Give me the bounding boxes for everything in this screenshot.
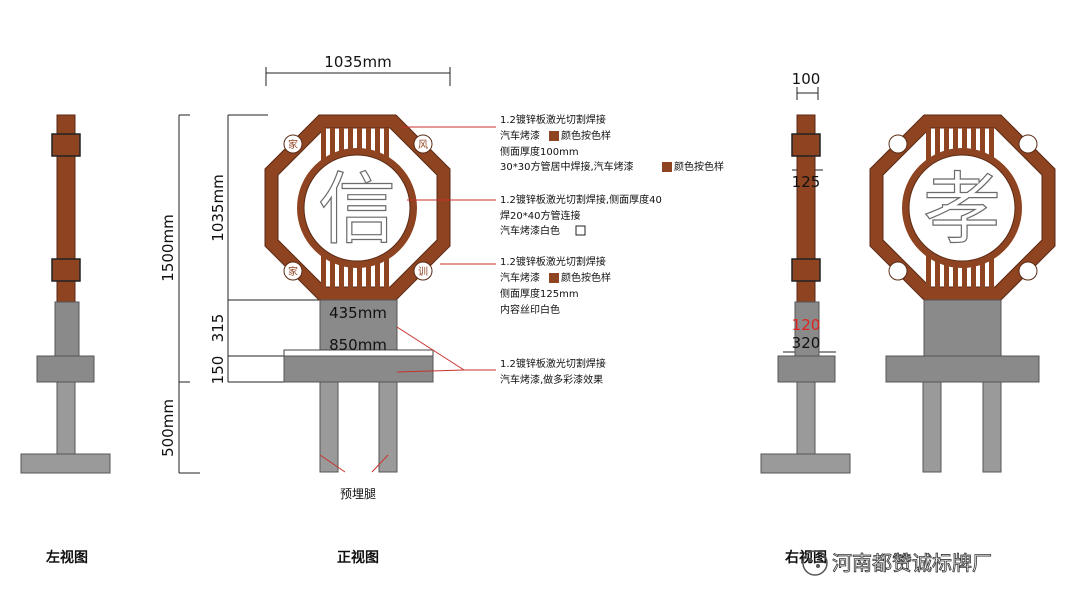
side-dim-top: 100 xyxy=(792,70,821,88)
side-dim-red: 120 xyxy=(792,316,821,334)
note-2: 1.2镀锌板激光切割焊接,侧面厚度40 焊20*40方管连接 汽车烤漆白色 xyxy=(500,193,662,237)
svg-text:家: 家 xyxy=(288,138,298,151)
back-corner-br xyxy=(1018,261,1038,281)
front-leg-right xyxy=(378,381,398,473)
svg-text:颜色按色样: 颜色按色样 xyxy=(561,129,611,142)
label-side-view: 右视图 xyxy=(784,549,827,566)
callout-lines xyxy=(319,126,496,473)
front-view: 信 家 风 家 训 xyxy=(264,114,451,473)
svg-text:训: 训 xyxy=(418,266,428,278)
note-1-swatch-2 xyxy=(662,162,672,172)
back-corner-bl xyxy=(888,261,908,281)
front-column-stone xyxy=(319,299,398,357)
left-view-bracket-bottom xyxy=(51,258,81,282)
side-view-bracket-bottom xyxy=(791,258,821,282)
svg-text:30*30方管居中焊接,汽车烤漆: 30*30方管居中焊接,汽车烤漆 xyxy=(500,160,634,173)
note-2-swatch-white xyxy=(575,225,586,236)
front-circle-panel xyxy=(303,154,411,262)
svg-text:汽车烤漆: 汽车烤漆 xyxy=(500,129,540,142)
svg-text:风: 风 xyxy=(418,139,428,151)
svg-text:1.2镀锌板激光切割焊接: 1.2镀锌板激光切割焊接 xyxy=(500,357,606,370)
watermark-icon xyxy=(802,550,828,576)
dim-base-width: 850mm xyxy=(329,336,387,354)
left-view-footing xyxy=(20,453,111,474)
back-base-stone xyxy=(885,355,1040,383)
side-dim-mid: 125 xyxy=(792,173,821,191)
svg-text:颜色按色样: 颜色按色样 xyxy=(674,160,724,173)
front-slats-bottom xyxy=(321,248,389,288)
svg-text:1.2镀锌板激光切割焊接,侧面厚度40: 1.2镀锌板激光切割焊接,侧面厚度40 xyxy=(500,193,662,206)
note-4: 1.2镀锌板激光切割焊接 汽车烤漆,做多彩漆效果 xyxy=(500,357,606,386)
dim-column-width: 435mm xyxy=(329,304,387,322)
dim-base-upper: 315 xyxy=(209,314,227,343)
top-dimension xyxy=(265,67,451,86)
side-view-footing xyxy=(760,453,851,474)
corner-medallion-br: 训 xyxy=(413,261,433,281)
left-view-bracket-top xyxy=(51,133,81,157)
svg-text:焊20*40方管连接: 焊20*40方管连接 xyxy=(500,209,580,222)
side-view-column-stone xyxy=(794,301,820,358)
back-corner-tl xyxy=(888,134,908,154)
back-slats-bottom xyxy=(926,248,994,288)
svg-text:侧面厚度100mm: 侧面厚度100mm xyxy=(500,145,579,158)
side-view-bracket-top xyxy=(791,133,821,157)
dim-frame-height: 1035mm xyxy=(209,174,227,241)
back-slats-top xyxy=(926,128,994,168)
height-dimensions xyxy=(178,114,320,474)
svg-text:1.2镀锌板激光切割焊接: 1.2镀锌板激光切割焊接 xyxy=(500,255,606,268)
svg-text:颜色按色样: 颜色按色样 xyxy=(561,271,611,284)
back-column-stone xyxy=(923,299,1002,357)
note-3-swatch xyxy=(549,273,559,283)
dim-top-width: 1035mm xyxy=(324,53,391,71)
back-circle-panel xyxy=(908,154,1016,262)
corner-medallion-tr: 风 xyxy=(413,134,433,154)
back-leg-right xyxy=(982,381,1002,473)
svg-text:内容丝印白色: 内容丝印白色 xyxy=(500,303,560,316)
left-view-leg xyxy=(56,381,76,456)
front-circle-character: 信 xyxy=(318,165,396,255)
watermark: 河南都赞诚标牌厂 xyxy=(802,550,992,576)
corner-medallion-tl: 家 xyxy=(283,134,303,154)
front-base-stone xyxy=(283,355,434,383)
front-leg-left xyxy=(319,381,339,473)
embedded-legs-label: 预埋腿 xyxy=(340,487,376,501)
dim-underground: 500mm xyxy=(159,399,177,457)
svg-text:汽车烤漆,做多彩漆效果: 汽车烤漆,做多彩漆效果 xyxy=(500,373,603,386)
label-left-view: 左视图 xyxy=(45,549,88,566)
svg-text:1.2镀锌板激光切割焊接: 1.2镀锌板激光切割焊接 xyxy=(500,113,606,126)
note-1-swatch xyxy=(549,131,559,141)
corner-medallion-bl: 家 xyxy=(283,261,303,281)
side-view-base-stone xyxy=(777,355,836,383)
left-view-column-stone xyxy=(54,301,80,358)
left-view xyxy=(20,114,111,474)
note-1: 1.2镀锌板激光切割焊接 汽车烤漆 颜色按色样 侧面厚度100mm 30*30方… xyxy=(500,113,724,173)
svg-text:汽车烤漆白色: 汽车烤漆白色 xyxy=(500,224,560,237)
back-view: 孝 xyxy=(869,114,1056,473)
watermark-text: 河南都赞诚标牌厂 xyxy=(832,551,992,575)
back-leg-left xyxy=(922,381,942,473)
side-view-leg xyxy=(796,381,816,456)
svg-text:侧面厚度125mm: 侧面厚度125mm xyxy=(500,287,579,300)
left-view-base-stone xyxy=(36,355,95,383)
note-3: 1.2镀锌板激光切割焊接 汽车烤漆 颜色按色样 侧面厚度125mm 内容丝印白色 xyxy=(500,255,611,316)
svg-text:家: 家 xyxy=(288,265,298,278)
front-slats-top xyxy=(321,128,389,168)
back-circle-character: 孝 xyxy=(923,165,1001,255)
right-side-view xyxy=(760,87,851,474)
dim-total-height: 1500mm xyxy=(159,214,177,281)
label-front-view: 正视图 xyxy=(337,549,379,566)
dim-base-lower: 150 xyxy=(209,356,227,385)
back-corner-tr xyxy=(1018,134,1038,154)
svg-text:汽车烤漆: 汽车烤漆 xyxy=(500,271,540,284)
side-dim-base: 320 xyxy=(792,334,821,352)
